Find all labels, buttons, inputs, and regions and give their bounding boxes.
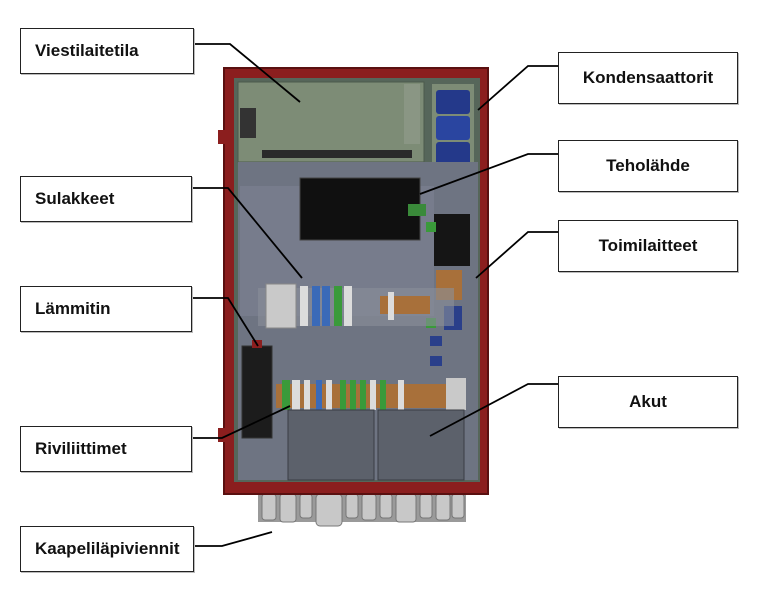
cable-glands <box>258 492 466 527</box>
label-sulakkeet: Sulakkeet <box>20 176 192 222</box>
label-riviliittimet: Riviliittimet <box>20 426 192 472</box>
terminal-blocks <box>276 378 466 410</box>
fuses <box>258 283 454 329</box>
heater <box>241 345 273 439</box>
label-kondensaattorit: Kondensaattorit <box>558 52 738 104</box>
actuators <box>426 214 470 366</box>
label-akut: Akut <box>558 376 738 428</box>
label-viestilaitetila: Viestilaitetila <box>20 28 194 74</box>
label-kaapelilapiviennit: Kaapeliläpiviennit <box>20 526 194 572</box>
label-toimilaitteet: Toimilaitteet <box>558 220 738 272</box>
label-lammitin: Lämmitin <box>20 286 192 332</box>
power-supply <box>299 177 421 241</box>
batteries <box>287 409 465 481</box>
label-teholahde: Teholähde <box>558 140 738 192</box>
leader-lines <box>192 43 558 547</box>
comm-board <box>237 81 425 163</box>
